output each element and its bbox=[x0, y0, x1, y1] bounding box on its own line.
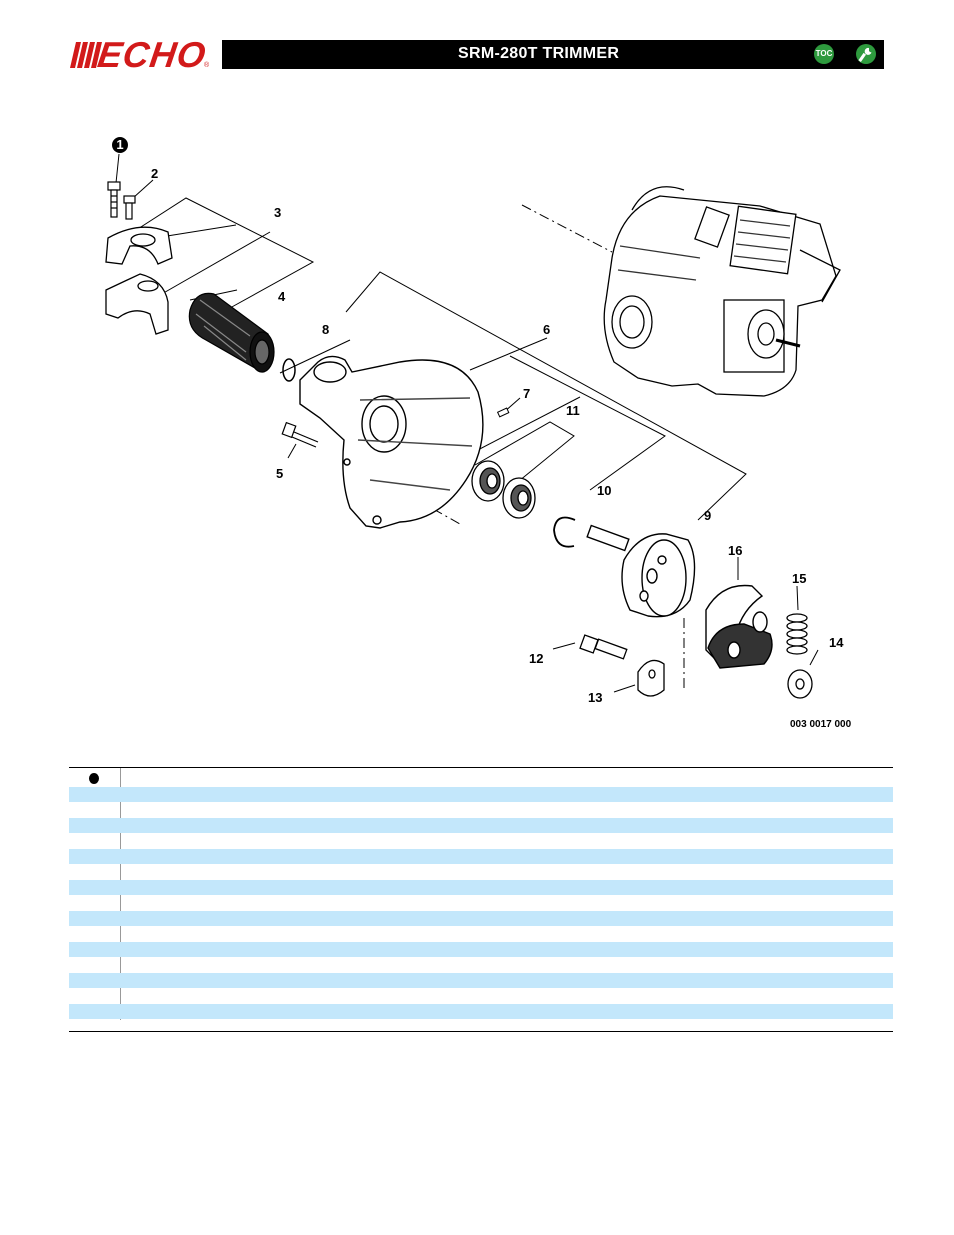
callout-5: 5 bbox=[276, 466, 284, 481]
callout-14: 14 bbox=[829, 635, 844, 650]
table-row bbox=[69, 895, 893, 910]
table-row bbox=[69, 957, 893, 972]
pin-part-7 bbox=[496, 407, 510, 418]
table-row bbox=[69, 864, 893, 879]
table-row bbox=[69, 1004, 893, 1019]
parts-table bbox=[69, 767, 893, 1032]
callout-8: 8 bbox=[322, 322, 330, 337]
wrench-icon bbox=[858, 47, 872, 62]
callout-2: 2 bbox=[151, 166, 159, 181]
callout-15: 15 bbox=[792, 571, 807, 586]
engine-assembly bbox=[603, 186, 841, 397]
screw-part-1 bbox=[107, 181, 121, 218]
table-row bbox=[69, 988, 893, 1003]
logo-stripes bbox=[70, 42, 102, 68]
clamp-lower-part-3 bbox=[105, 273, 169, 335]
callout-9: 9 bbox=[704, 508, 712, 523]
table-row bbox=[69, 818, 893, 833]
figure-number: 003 0017 000 bbox=[790, 719, 852, 730]
title-bar: SRM-280T TRIMMER TOC bbox=[222, 40, 884, 69]
key-bullet-icon bbox=[89, 773, 99, 784]
spring-part-15 bbox=[786, 613, 808, 655]
page-title: SRM-280T TRIMMER bbox=[458, 45, 620, 62]
echo-logo: ECHO ® bbox=[68, 34, 213, 75]
table-row bbox=[69, 926, 893, 941]
table-row bbox=[69, 942, 893, 957]
exploded-parts-diagram bbox=[105, 153, 841, 699]
table-row bbox=[69, 802, 893, 817]
circlip-part-10 bbox=[553, 516, 576, 548]
callout-12: 12 bbox=[529, 651, 544, 666]
screw-part-2 bbox=[123, 195, 136, 220]
toc-icon: TOC bbox=[815, 49, 833, 58]
callout-3: 3 bbox=[274, 205, 282, 220]
clutch-housing-part-6 bbox=[299, 355, 484, 529]
clutch-part-16 bbox=[705, 584, 773, 669]
table-row bbox=[69, 849, 893, 864]
bolt-part-5 bbox=[281, 421, 319, 448]
bolt-part-12 bbox=[579, 634, 628, 660]
washer-part-13 bbox=[637, 659, 665, 697]
clamp-upper-part-3 bbox=[105, 226, 173, 265]
table-row bbox=[69, 787, 893, 802]
clutch-drum-part-9 bbox=[586, 524, 696, 618]
washer-part-14 bbox=[787, 669, 813, 699]
table-row bbox=[69, 880, 893, 895]
callout-11: 11 bbox=[566, 403, 580, 418]
table-row bbox=[69, 833, 893, 848]
registered-mark: ® bbox=[204, 62, 210, 69]
boot-part-4 bbox=[188, 292, 275, 373]
callout-16: 16 bbox=[728, 543, 743, 558]
callout-10: 10 bbox=[597, 483, 612, 498]
callout-1: 1 bbox=[112, 137, 128, 153]
callout-13: 13 bbox=[588, 690, 603, 705]
ring-part-8 bbox=[282, 358, 296, 382]
service-button[interactable] bbox=[856, 44, 876, 64]
table-row bbox=[69, 973, 893, 988]
callout-4: 4 bbox=[278, 289, 286, 304]
table-row bbox=[69, 911, 893, 926]
callout-6: 6 bbox=[543, 322, 551, 337]
bearing-part-11 bbox=[471, 460, 536, 519]
callout-7: 7 bbox=[523, 386, 531, 401]
toc-button[interactable]: TOC bbox=[814, 44, 834, 64]
